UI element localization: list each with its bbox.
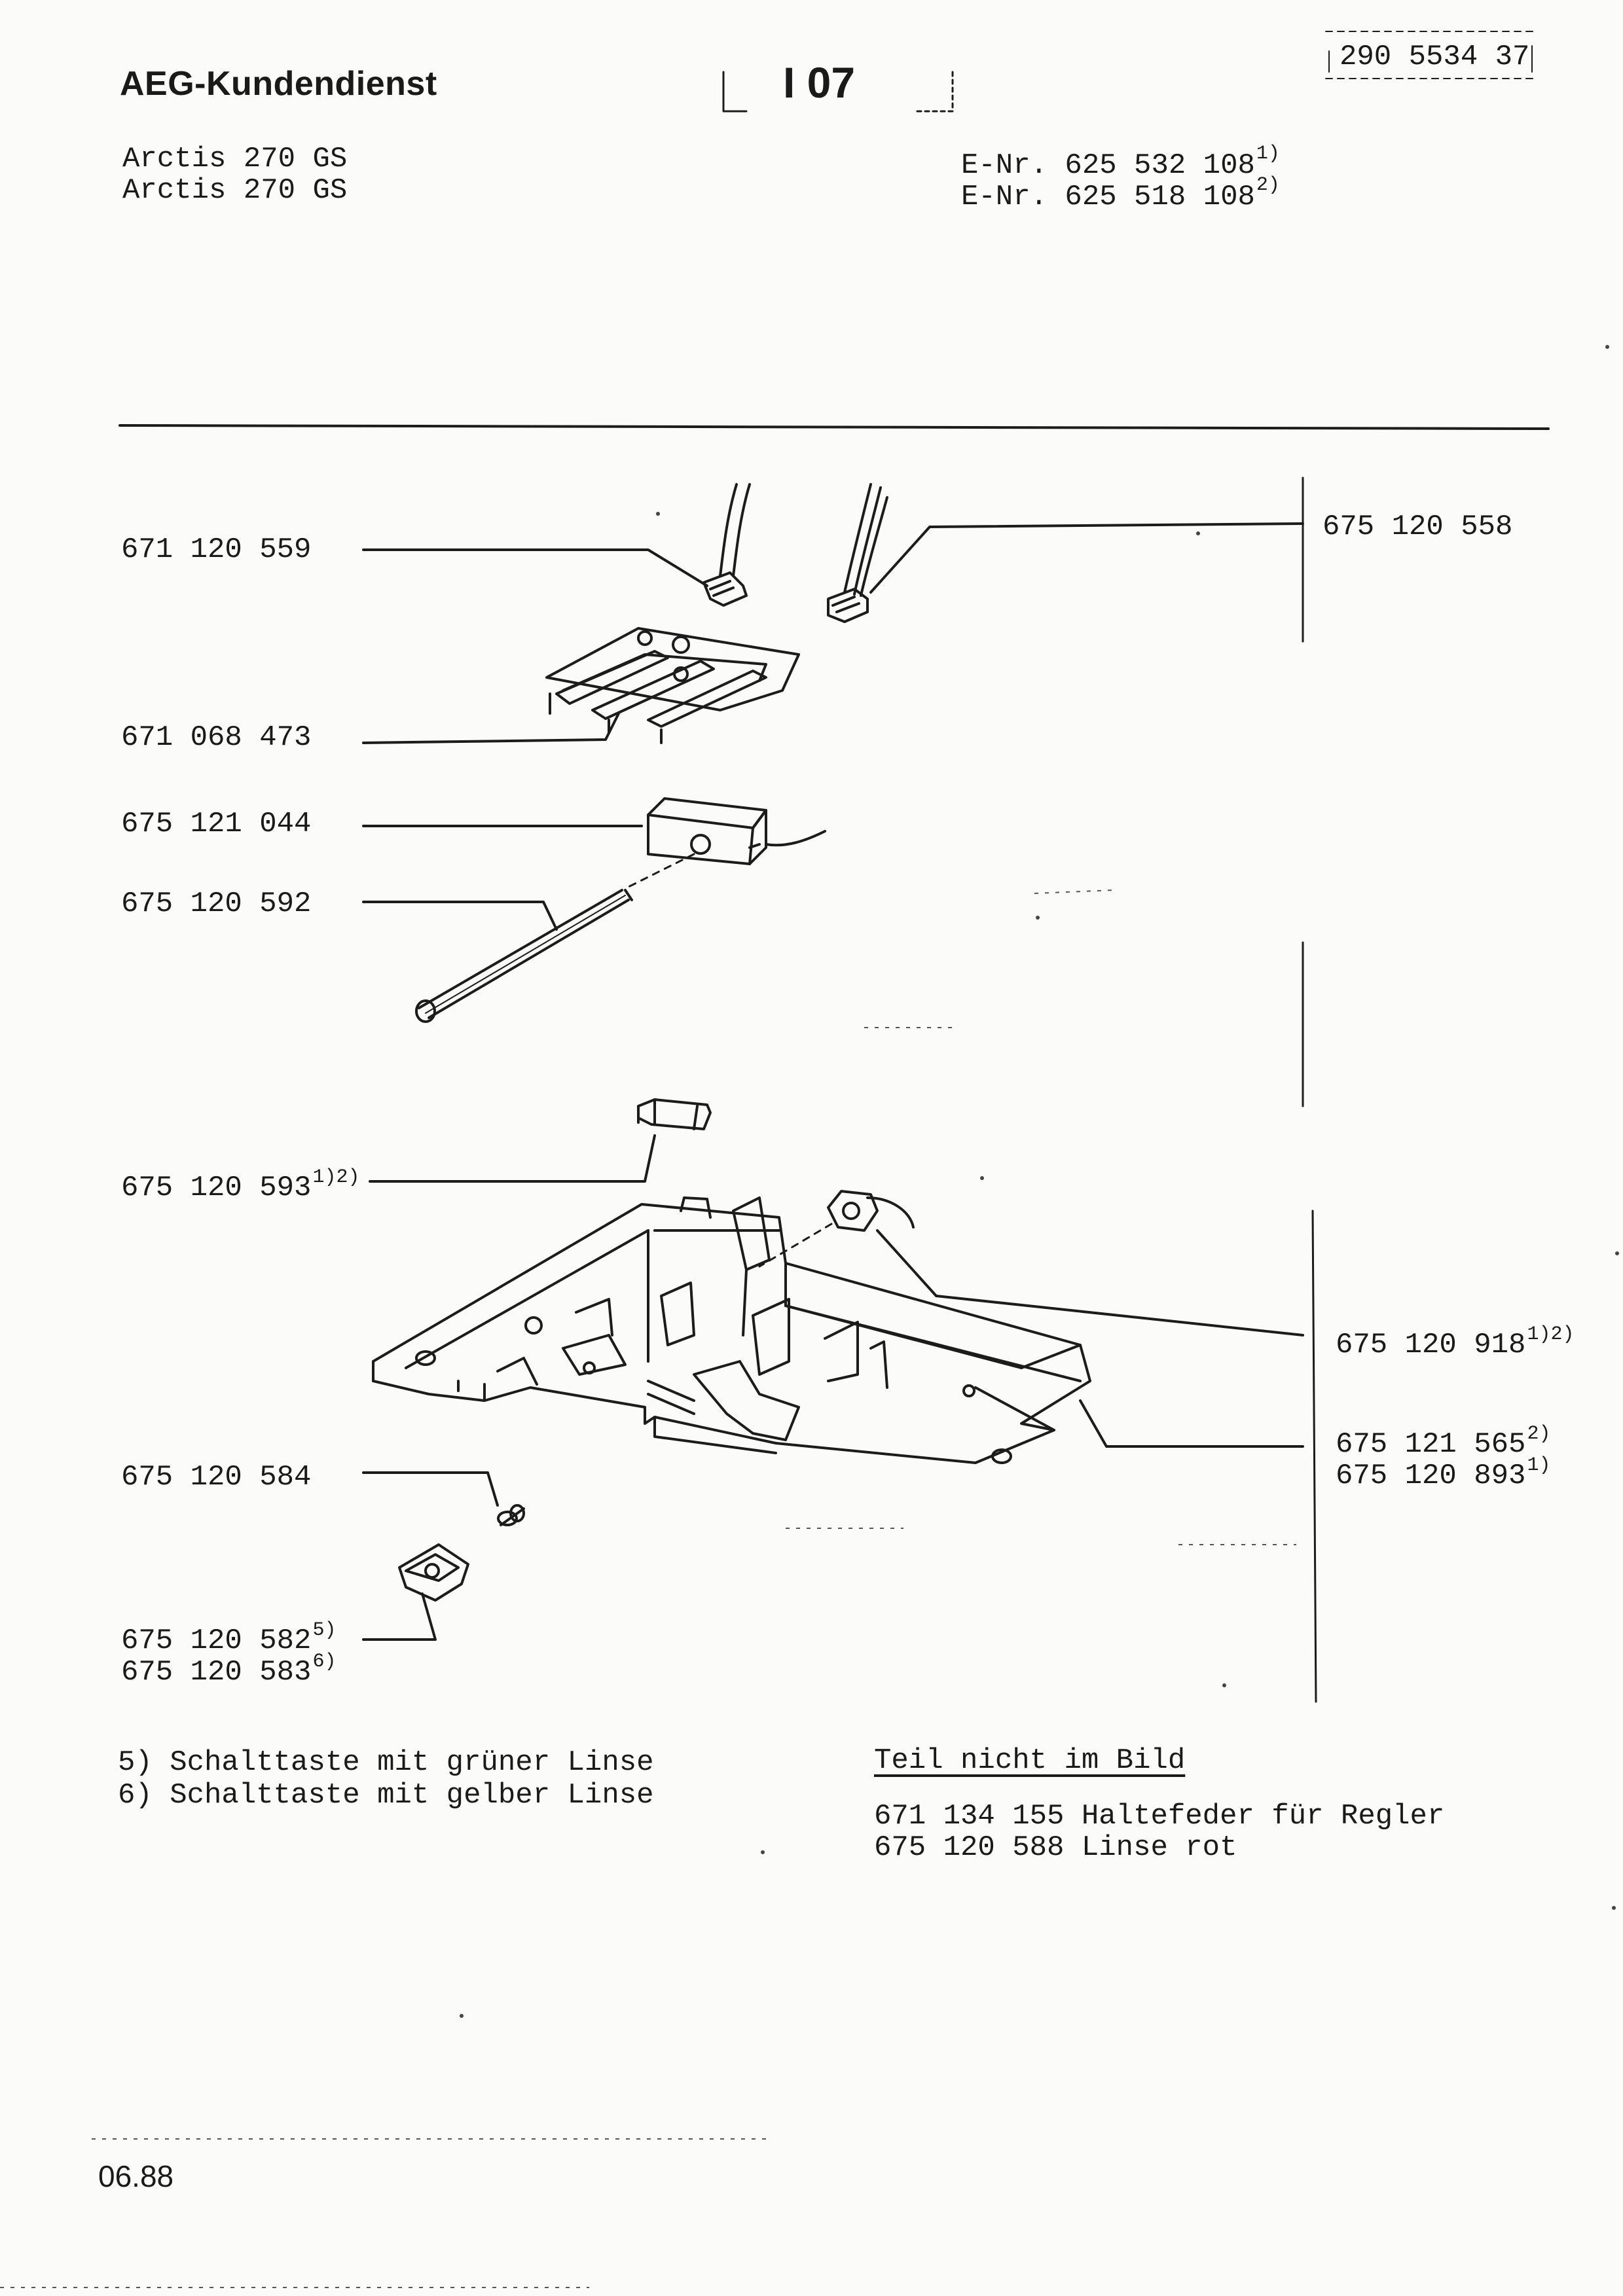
e-number-1: E-Nr. 625 532 1081) [961, 143, 1280, 182]
switch-block [647, 797, 826, 865]
footnote-5: 5) Schalttaste mit grüner Linse [118, 1746, 654, 1779]
push-button [398, 1543, 469, 1602]
not-in-picture-item-2: 675 120 588 Linse rot [874, 1831, 1237, 1864]
leader-675120918 [876, 1229, 1304, 1336]
leader-frame [1079, 1399, 1304, 1448]
part-label-675120592: 675 120 592 [121, 888, 312, 920]
part-label-671068473: 671 068 473 [121, 721, 312, 754]
leader-671068473 [362, 712, 620, 744]
leader-675120593 [369, 1134, 656, 1183]
part-label-675121565: 675 121 5652) [1336, 1423, 1551, 1461]
part-label-675120582: 675 120 5825) [121, 1619, 337, 1657]
footnote-6: 6) Schalttaste mit gelber Linse [118, 1779, 654, 1812]
leader-675120592 [362, 901, 558, 931]
part-label-675120918: 675 120 9181)2) [1336, 1323, 1575, 1361]
leader-675120558 [869, 522, 1304, 594]
contact-plate [545, 627, 800, 744]
document-number: 290 5534 37 [1340, 41, 1530, 73]
leader-675120584 [362, 1471, 499, 1507]
part-label-675120558: 675 120 558 [1322, 511, 1513, 543]
part-label-675120584: 675 120 584 [121, 1461, 312, 1494]
not-in-picture-item-1: 671 134 155 Haltefeder für Regler [874, 1800, 1445, 1833]
leader-671120559 [362, 548, 708, 587]
part-label-675120583: 675 120 5836) [121, 1651, 337, 1689]
connector-plug-1 [702, 483, 751, 607]
part-label-675121044: 675 121 044 [121, 808, 312, 840]
part-label-675120893: 675 120 8931) [1336, 1454, 1551, 1492]
button-cap [637, 1098, 712, 1130]
model-line-2: Arctis 270 GS [122, 174, 348, 207]
spring-clip [497, 1504, 525, 1526]
switch-frame [372, 1196, 1091, 1464]
connector-plug-2 [827, 483, 888, 623]
company-title: AEG-Kundendienst [120, 65, 437, 103]
footer-date: 06.88 [98, 2159, 174, 2193]
e-number-2: E-Nr. 625 518 1082) [961, 174, 1280, 213]
leader-675120582 [362, 1592, 437, 1641]
part-label-675120593: 675 120 5931)2) [121, 1166, 360, 1204]
shaft-rod [415, 889, 633, 1023]
not-in-picture-title: Teil nicht im Bild [874, 1744, 1186, 1777]
lamp-holder [827, 1190, 915, 1232]
model-line-1: Arctis 270 GS [122, 143, 348, 175]
part-label-671120559: 671 120 559 [121, 533, 312, 566]
section-code: I 07 [783, 58, 856, 107]
